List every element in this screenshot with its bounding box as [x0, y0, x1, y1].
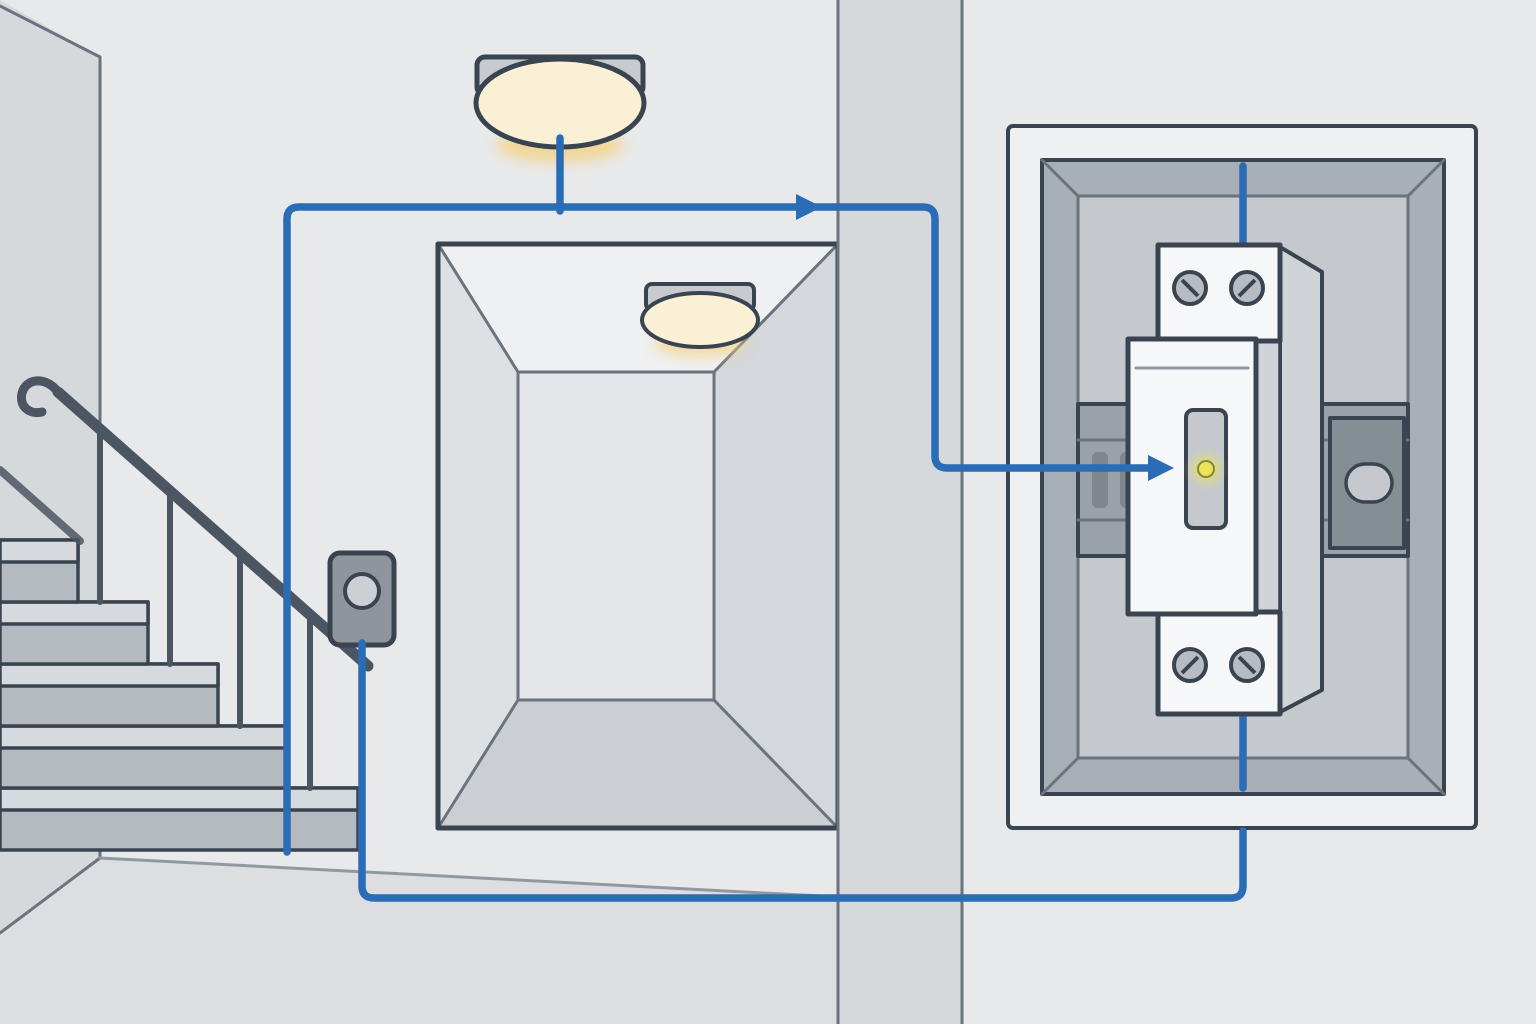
- timer-relay-module: [1125, 242, 1324, 717]
- corridor-back-wall: [518, 372, 714, 700]
- step-tread: [0, 662, 220, 688]
- step-tread: [0, 724, 290, 750]
- corridor-floor: [438, 700, 838, 828]
- bracket-slot: [1344, 462, 1394, 504]
- handrail: [52, 386, 374, 672]
- relay-body-side: [1254, 339, 1282, 614]
- bevel-line: [1406, 756, 1446, 796]
- lamp-shade: [473, 56, 647, 150]
- rail-slot: [1092, 452, 1108, 508]
- terminal-screws: [1172, 270, 1265, 683]
- back-wall-frame: [516, 370, 716, 702]
- wire-to-relay: [556, 203, 1154, 472]
- perspective-line: [436, 698, 520, 830]
- divider-column: [838, 0, 962, 1024]
- bevel-line: [1406, 158, 1446, 198]
- panel-bevel-lines: [1040, 158, 1446, 796]
- handrail-curl: [16, 376, 63, 418]
- relay-side-face: [1278, 245, 1324, 714]
- screw-slot: [1180, 278, 1200, 298]
- bevel-line: [1040, 158, 1080, 198]
- wire-button-to-panel: [358, 639, 1247, 902]
- perspective-line: [436, 242, 520, 374]
- screw-slot: [1237, 278, 1257, 298]
- status-led: [1197, 460, 1215, 478]
- corridor-right-wall: [714, 244, 838, 828]
- step-tread: [0, 538, 80, 564]
- distribution-panel: [1006, 124, 1478, 830]
- push-button-switch: [327, 550, 397, 648]
- screw-slot: [1180, 655, 1200, 675]
- corridor: [435, 241, 841, 831]
- stair-railing: [0, 376, 374, 791]
- ceiling-corner-line: [0, 4, 102, 59]
- corridor-lamp: [640, 282, 760, 356]
- bevel-line: [1040, 756, 1080, 796]
- wall-divider: [836, 0, 964, 1024]
- perspective-line: [712, 698, 840, 830]
- step-tread: [0, 600, 150, 626]
- step-tread: [0, 786, 360, 812]
- corridor-left-wall: [438, 244, 518, 828]
- arrow-right-icon: [1148, 455, 1174, 481]
- wall-handrail: [0, 466, 84, 545]
- wiring-run: [283, 134, 1247, 902]
- baseboard-line: [98, 856, 842, 899]
- button-face: [343, 572, 381, 610]
- wire-left-branch: [283, 203, 564, 856]
- lamp-shade: [640, 291, 760, 349]
- hall-ceiling-lamp: [473, 54, 647, 162]
- floor-corner-line: [0, 856, 102, 935]
- screw-slot: [1237, 655, 1257, 675]
- arrow-right-icon: [796, 194, 822, 220]
